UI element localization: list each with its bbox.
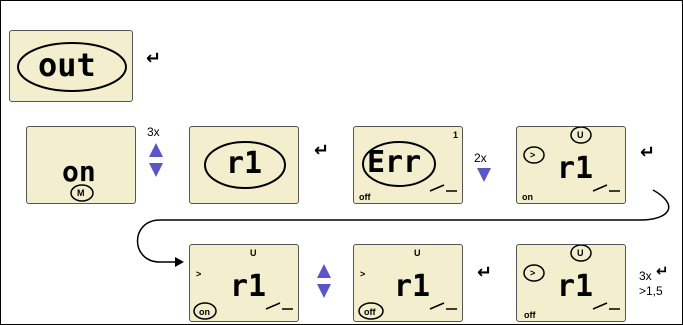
cropped-caption: … … … … … … … … … [0, 0, 683, 4]
lcd-r1-c-top: U [577, 248, 584, 258]
lcd-r1-on-text: r1 [557, 151, 594, 186]
up-down-triangles-icon [317, 264, 331, 298]
note-3x: 3x [147, 125, 160, 139]
return-arrow-icon: ↵ [656, 262, 669, 280]
lcd-r1-b-text: r1 [394, 269, 431, 304]
lcd-r1-text: r1 [226, 146, 263, 181]
lcd-r1-a: U > r1 on [189, 244, 299, 322]
lcd-r1-a-bottom: on [199, 307, 210, 317]
lcd-r1-on-bottom: on [522, 192, 533, 202]
lcd-r1-c-bottom: off [524, 310, 536, 320]
lcd-on-text: on [62, 155, 96, 188]
lcd-on: on M [26, 126, 136, 204]
return-arrow-icon: ↵ [640, 142, 656, 163]
return-arrow-icon: ↵ [146, 48, 162, 69]
down-triangle-icon [477, 168, 491, 182]
note-threshold: >1,5 [639, 284, 663, 298]
return-arrow-icon: ↵ [314, 140, 330, 161]
lcd-r1-b: U > r1 off [353, 244, 463, 322]
lcd-r1-a-left: > [196, 269, 202, 279]
note-2x: 2x [474, 151, 487, 165]
lcd-err: Err 1 off [353, 126, 463, 204]
mode-badge: M [77, 188, 85, 198]
lcd-r1-a-text: r1 [230, 269, 267, 304]
lcd-out-text: out [38, 46, 96, 84]
lcd-err-text: Err [367, 145, 422, 180]
lcd-r1-on-top: U [577, 130, 584, 140]
lcd-r1-c: U > r1 off [516, 244, 626, 322]
lcd-r1: r1 [189, 126, 299, 204]
note-3x-end: 3x [639, 269, 652, 283]
up-down-triangles-icon [149, 143, 163, 177]
lcd-r1-on-left: > [530, 150, 536, 160]
lcd-r1-b-top: U [414, 248, 421, 258]
return-arrow-icon: ↵ [477, 262, 493, 283]
lcd-r1-b-left: > [360, 269, 366, 279]
lcd-r1-c-text: r1 [557, 269, 594, 304]
lcd-r1-a-top: U [250, 248, 257, 258]
lcd-r1-b-bottom: off [364, 307, 376, 317]
lcd-err-top: 1 [453, 130, 459, 140]
lcd-r1-on: U > r1 on [516, 126, 626, 204]
lcd-r1-c-left: > [530, 268, 536, 278]
lcd-err-bottom: off [359, 192, 371, 202]
lcd-out: out [9, 30, 133, 102]
